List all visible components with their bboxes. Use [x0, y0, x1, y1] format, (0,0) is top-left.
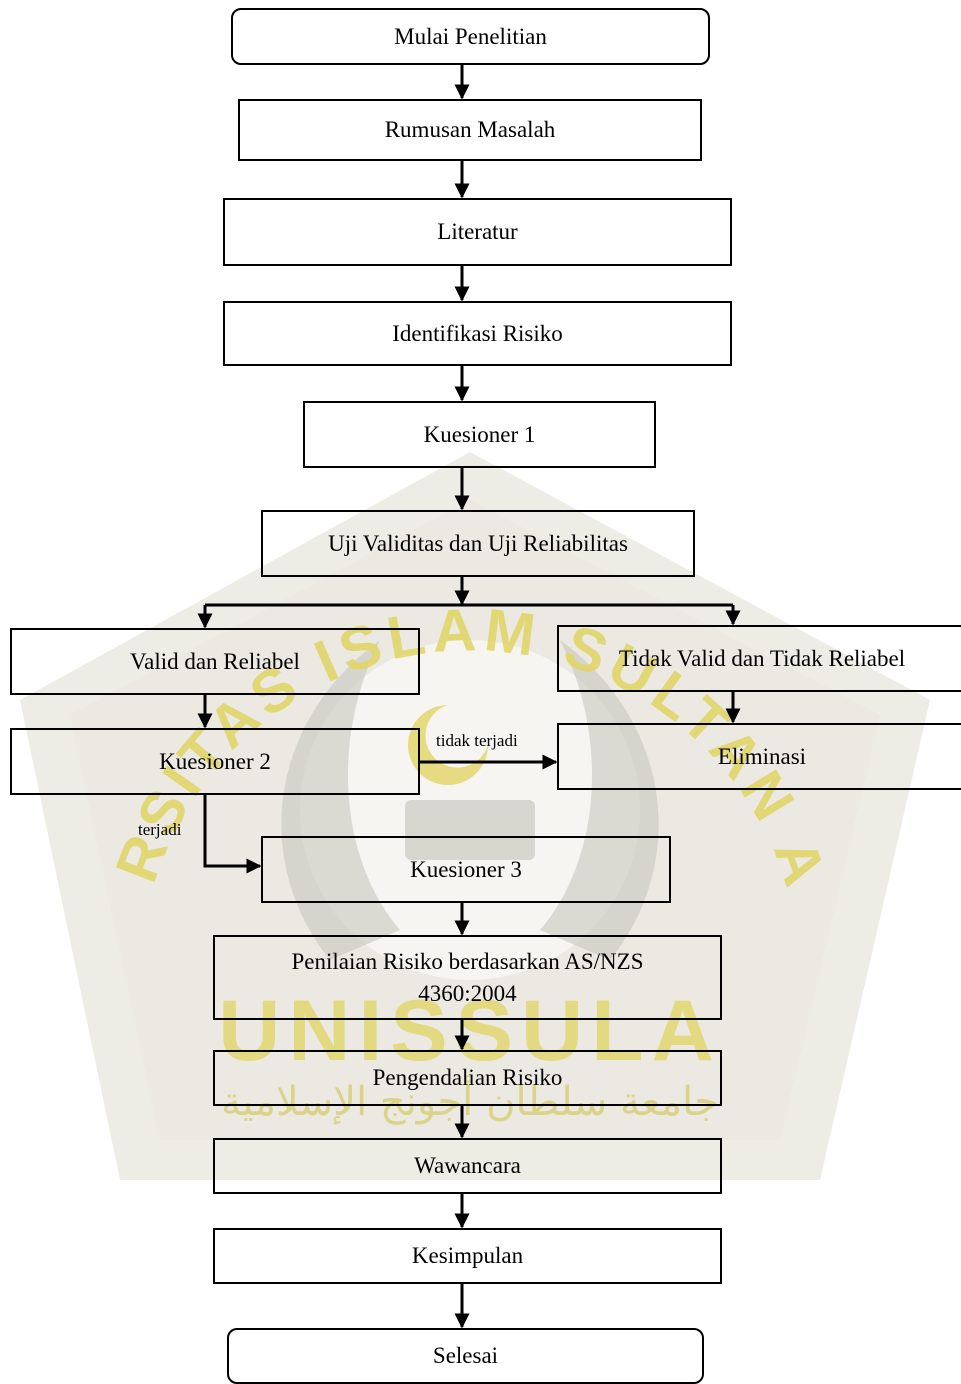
node-penilaian-label-line2: 4360:2004 [418, 980, 517, 1006]
node-uji-label: Uji Validitas dan Uji Reliabilitas [328, 530, 628, 556]
node-valid-label: Valid dan Reliabel [130, 648, 300, 674]
node-kesimpulan: Kesimpulan [213, 1228, 722, 1284]
node-kuesioner-2: Kuesioner 2 [10, 728, 420, 795]
node-literatur: Literatur [223, 198, 732, 266]
node-eliminasi: Eliminasi [557, 723, 961, 790]
node-wawancara-label: Wawancara [414, 1153, 521, 1179]
node-identifikasi-label: Identifikasi Risiko [392, 320, 563, 346]
node-penilaian-label-line1: Penilaian Risiko berdasarkan AS/NZS [291, 949, 644, 975]
node-literatur-label: Literatur [437, 219, 518, 245]
node-valid-reliabel: Valid dan Reliabel [10, 628, 420, 695]
node-uji-validitas: Uji Validitas dan Uji Reliabilitas [261, 510, 695, 577]
node-pengendalian-label: Pengendalian Risiko [372, 1065, 563, 1091]
node-selesai: Selesai [227, 1328, 704, 1384]
node-identifikasi-risiko: Identifikasi Risiko [223, 301, 732, 366]
node-kuesioner2-label: Kuesioner 2 [159, 748, 271, 774]
node-wawancara: Wawancara [213, 1138, 722, 1194]
edge-label-tidak-terjadi: tidak terjadi [436, 731, 518, 750]
node-kuesioner1-label: Kuesioner 1 [423, 421, 536, 447]
node-kuesioner3-label: Kuesioner 3 [410, 856, 522, 882]
watermark-laurel-left [281, 640, 400, 960]
node-kesimpulan-label: Kesimpulan [411, 1243, 524, 1269]
watermark-laurel-right [540, 640, 659, 960]
node-tidak-valid-label: Tidak Valid dan Tidak Reliabel [618, 645, 906, 671]
node-rumusan-masalah: Rumusan Masalah [238, 99, 702, 161]
arrow-kuesioner2-kuesioner3 [203, 795, 262, 874]
node-rumusan-label: Rumusan Masalah [384, 117, 556, 143]
node-kuesioner-1: Kuesioner 1 [303, 401, 656, 468]
edge-label-terjadi: terjadi [138, 820, 182, 839]
node-tidak-valid: Tidak Valid dan Tidak Reliabel [557, 625, 961, 692]
watermark-crescent [408, 705, 488, 785]
node-pengendalian-risiko: Pengendalian Risiko [213, 1050, 722, 1106]
node-eliminasi-label: Eliminasi [717, 743, 807, 769]
watermark-arabic: جامعة سلطان أجونج الإسلامية [221, 1075, 719, 1125]
watermark-brand: UNISSULA [218, 983, 722, 1079]
node-start: Mulai Penelitian [231, 8, 710, 65]
node-start-label: Mulai Penelitian [394, 23, 547, 49]
watermark-book [405, 800, 535, 860]
node-penilaian-risiko: Penilaian Risiko berdasarkan AS/NZS 4360… [213, 935, 722, 1020]
node-kuesioner-3: Kuesioner 3 [261, 836, 671, 903]
node-selesai-label: Selesai [432, 1343, 499, 1369]
